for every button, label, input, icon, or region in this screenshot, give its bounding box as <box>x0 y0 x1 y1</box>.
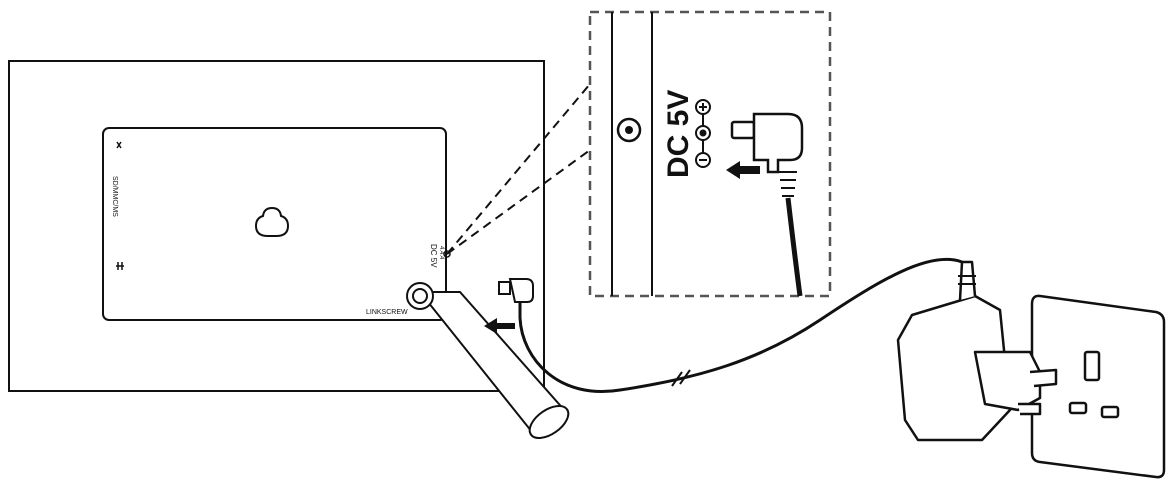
stand-hinge-inner <box>412 288 428 304</box>
adapter-body <box>896 294 1012 442</box>
zoom-dc-plug <box>730 112 804 197</box>
power-adapter <box>896 260 1058 442</box>
socket-live-slot <box>1068 401 1088 415</box>
polarity-symbol <box>695 99 711 168</box>
stand <box>406 282 570 439</box>
zoom-dc-socket <box>616 117 642 143</box>
port-small-label: 4.4.4 <box>438 246 444 260</box>
stand-label: LINKSCREW <box>366 309 408 316</box>
adapter-cable-stub <box>958 260 977 301</box>
wall-socket-plate <box>1030 294 1166 479</box>
insert-arrow-zoom <box>726 161 760 179</box>
zoom-cable <box>785 197 803 297</box>
adapter-earth-pin <box>1029 368 1058 388</box>
stand-foot <box>528 405 570 439</box>
power-cable <box>518 257 963 393</box>
hanging-hole <box>254 206 290 237</box>
socket-neutral-slot <box>1100 405 1120 419</box>
port-voltage-label: DC 5V <box>429 244 438 268</box>
insert-arrow-frame <box>484 318 515 334</box>
sd-card-label: SD/MMC/MS <box>111 176 118 217</box>
small-dc-plug <box>498 278 534 318</box>
frame-back-panel <box>102 127 447 321</box>
zoom-dc-socket-pin <box>625 126 633 134</box>
adapter-pin <box>1018 402 1042 416</box>
callout-lines <box>446 83 591 255</box>
photo-frame <box>8 60 545 392</box>
callout-voltage-label: DC 5V <box>662 90 695 178</box>
cable-break <box>671 369 691 387</box>
power-icon <box>116 141 122 149</box>
socket-earth-slot <box>1083 350 1101 382</box>
wall-socket <box>1030 294 1166 479</box>
adapter-plug-block <box>973 350 1042 412</box>
dc-port <box>443 250 451 258</box>
usb-icon <box>116 262 124 270</box>
zoom-callout: DC 5V <box>588 10 832 298</box>
frame-outer <box>8 60 545 392</box>
